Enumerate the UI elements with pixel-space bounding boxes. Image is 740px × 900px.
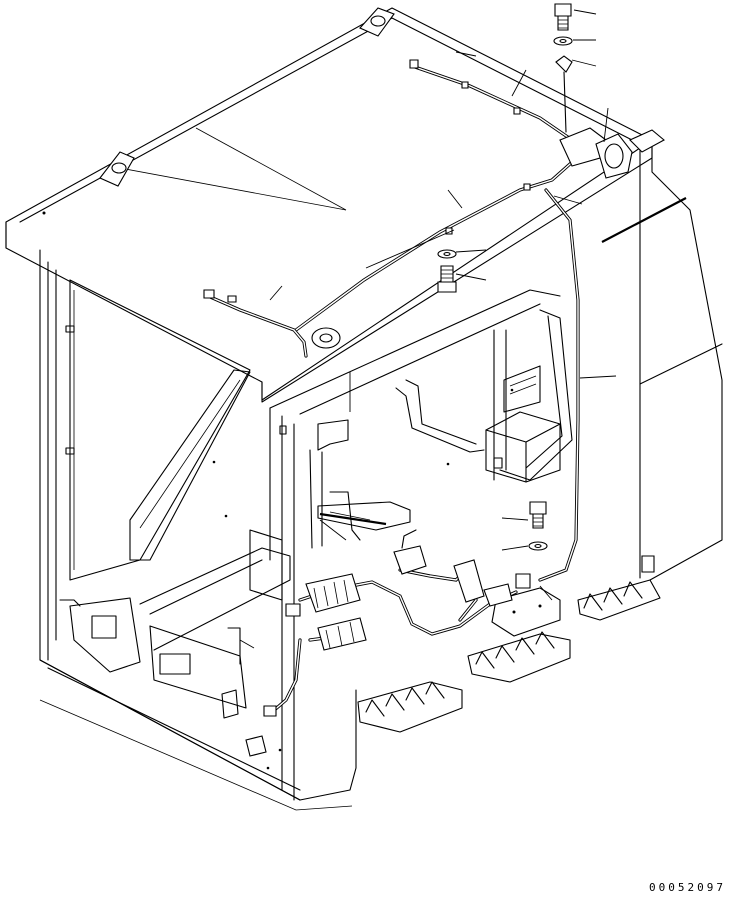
drawing-number: 00052097: [649, 881, 726, 894]
roof-harness-icon: [204, 60, 664, 356]
mat-bracket-right: [578, 580, 660, 620]
roof-hinge-right: [360, 8, 394, 36]
right-pillar-harness-icon: [492, 190, 578, 636]
roof-hinge-left: [100, 152, 134, 186]
bolt-top-icon: [555, 4, 571, 30]
cab-left-side: [40, 250, 356, 810]
bolt-lower-icon: [530, 502, 546, 528]
cab-roof: [6, 8, 652, 402]
floor-harness-icon: [246, 530, 516, 756]
leader-lines: [240, 10, 616, 648]
mat-bracket-mid: [468, 632, 570, 682]
clip-top-icon: [556, 56, 572, 132]
bolt-mid-icon: [438, 266, 456, 292]
cab-right-side: [270, 140, 722, 580]
washer-mid-icon: [438, 250, 456, 258]
cab-floor: [70, 530, 290, 718]
washer-top-icon: [554, 37, 572, 45]
mat-bracket-center: [358, 682, 462, 732]
washer-lower-icon: [529, 542, 547, 550]
